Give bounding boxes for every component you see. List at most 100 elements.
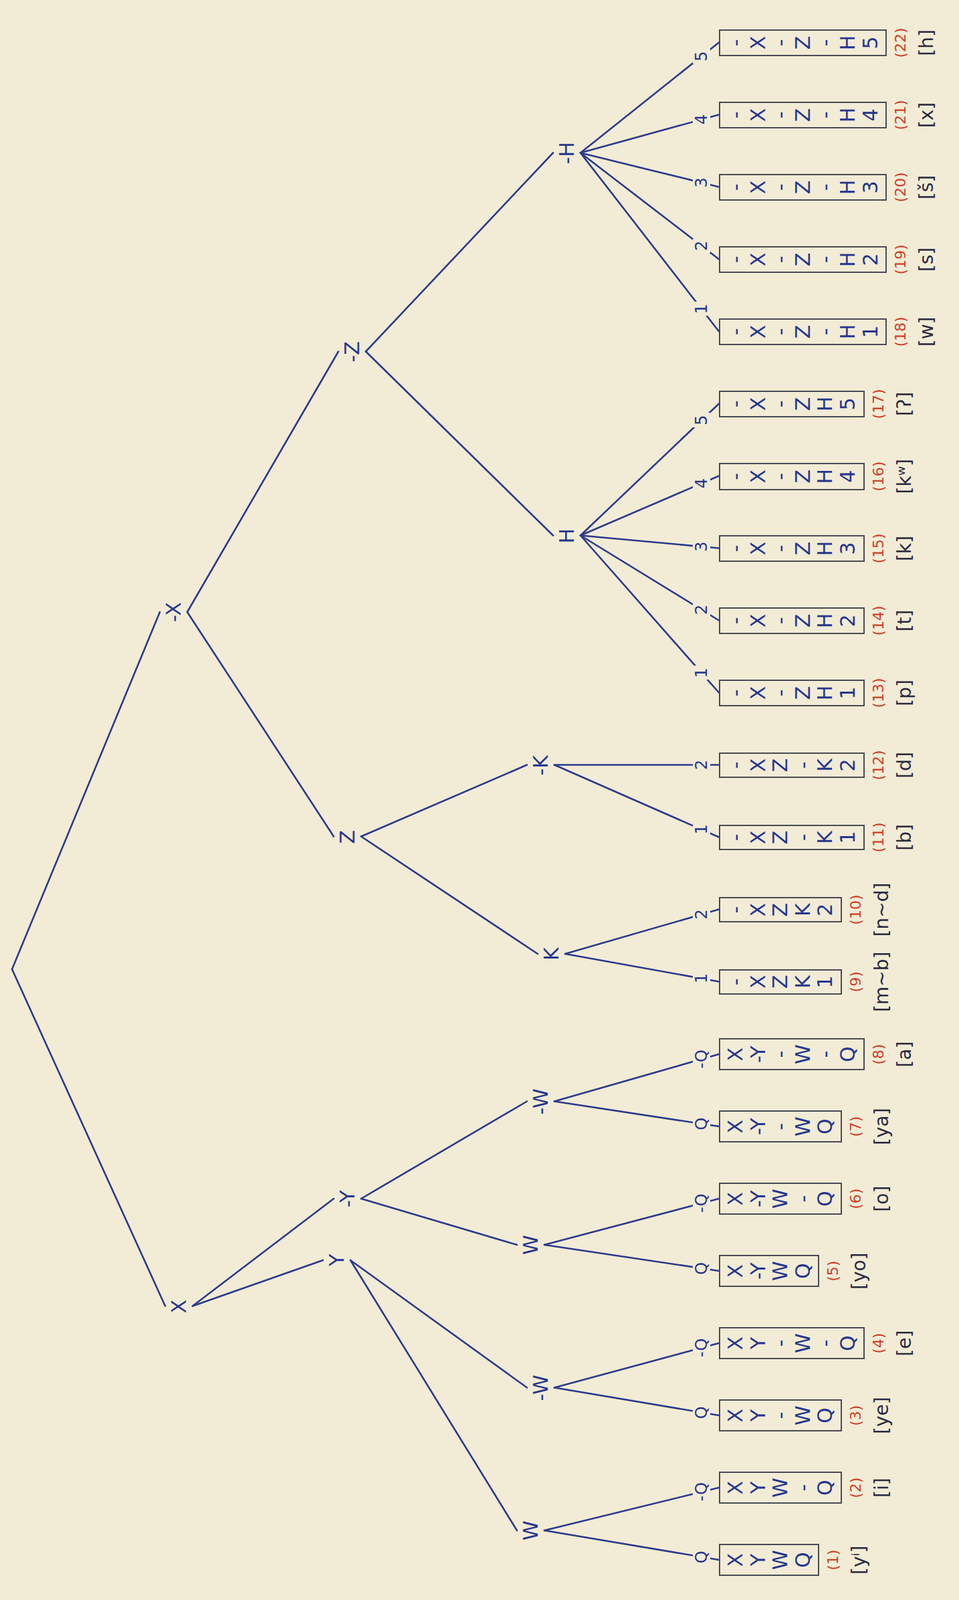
- phone-symbol: [a]: [893, 1041, 916, 1068]
- phone-symbol: [x]: [915, 102, 938, 128]
- phone-symbol: [n~d]: [870, 882, 893, 937]
- feature-bundle: -X Z K 1: [718, 969, 842, 996]
- branch-value: -Q: [692, 1191, 711, 1214]
- feature-bundle: -X -Z H 5: [718, 390, 865, 418]
- item-number: (12): [870, 749, 887, 780]
- feature-name: -Z: [341, 341, 364, 362]
- branch-label: -K: [528, 752, 554, 779]
- phone-symbol: [ya]: [870, 1107, 893, 1145]
- branch-value: 1: [692, 821, 711, 836]
- leaf-box: X Y W -Q(2)[i]: [718, 1471, 893, 1504]
- tree-branch: [365, 351, 554, 536]
- item-number: (15): [870, 533, 887, 564]
- feature-bundle: X Y W -Q: [718, 1471, 842, 1504]
- leaf-box: X -Y -W -Q (8) [a]: [718, 1037, 916, 1071]
- leaf-box: -X -Z -H 4 (21) [x]: [718, 99, 938, 130]
- branch-label: -Z: [339, 338, 365, 365]
- feature-bundle: X Y -W -Q: [718, 1326, 865, 1359]
- leaf-box: -X -Z -H 1(18)[w]: [718, 316, 938, 347]
- branch-value: 3: [692, 175, 711, 190]
- branch-value: 2: [692, 238, 711, 253]
- item-number: (19): [892, 244, 909, 275]
- feature-name: -Y: [336, 1189, 359, 1208]
- feature-bundle: -X Z K 2: [718, 896, 842, 923]
- branch-value: Q: [692, 1115, 711, 1133]
- branch-label: W: [518, 1517, 544, 1543]
- branch-value: 4: [692, 476, 711, 491]
- item-number: (13): [870, 677, 887, 708]
- leaf-box: -X Z K 1(9)[m~b]: [718, 951, 893, 1012]
- feature-bundle: X Y W Q: [718, 1543, 820, 1576]
- phone-symbol: [t]: [893, 609, 916, 632]
- item-number: (4): [870, 1332, 887, 1354]
- item-number: (2): [847, 1477, 865, 1499]
- feature-bundle: -X Z -K 1: [718, 824, 865, 851]
- tree-branch: [580, 153, 719, 332]
- root-branch: [12, 969, 166, 1307]
- leaf-box: -X -Z H 5(17)[ʔ]: [718, 388, 916, 419]
- feature-bundle: -X -Z -H 4: [718, 101, 887, 130]
- tree-branch: [192, 1198, 334, 1307]
- branch-label: K: [539, 944, 564, 964]
- feature-bundle: -X -Z H 4: [718, 462, 865, 491]
- phone-symbol: [yⁱ]: [847, 1544, 871, 1574]
- tree-branch: [187, 611, 334, 837]
- branch-value: Q: [692, 1259, 711, 1277]
- item-number: (11): [870, 821, 887, 852]
- feature-bundle: -X -Z -H 2: [718, 246, 887, 274]
- leaf-box: -X -Z H 1(13)[p]: [718, 677, 916, 708]
- phone-symbol: [š]: [915, 175, 938, 200]
- phone-symbol: [ye]: [870, 1396, 893, 1434]
- feature-name: -H: [555, 141, 578, 164]
- feature-bundle: X -Y -W -Q: [718, 1037, 865, 1071]
- branch-value: 1: [692, 301, 711, 316]
- phone-symbol: [m~b]: [870, 951, 893, 1012]
- branch-value: -Q: [692, 1336, 711, 1359]
- branch-label: H: [554, 525, 580, 547]
- feature-name: -W: [529, 1088, 552, 1115]
- leaf-box: X -Y W -Q(6)[o]: [718, 1182, 893, 1215]
- feature-bundle: X -Y -W Q: [718, 1110, 842, 1143]
- tree-branch: [580, 535, 719, 621]
- phone-symbol: [yo]: [847, 1251, 871, 1290]
- feature-bundle: -X -Z H 3: [718, 535, 865, 563]
- feature-bundle: -X -Z -H 5: [718, 29, 887, 57]
- branch-label: Y: [324, 1251, 350, 1269]
- tree-branch: [580, 403, 719, 536]
- item-number: (8): [870, 1043, 887, 1065]
- phone-symbol: [s]: [915, 247, 938, 272]
- feature-bundle: -X -Z H 1: [718, 679, 865, 707]
- tree-branch: [187, 351, 339, 613]
- feature-name: W: [519, 1234, 542, 1255]
- feature-name: -X: [162, 601, 185, 622]
- phone-symbol: [h]: [915, 29, 938, 57]
- feature-bundle: -X -Z -H 3: [718, 173, 887, 202]
- item-number: (20): [892, 171, 909, 202]
- feature-name: -W: [529, 1374, 552, 1401]
- tree-branch: [350, 1259, 527, 1388]
- branch-value: 3: [692, 539, 711, 554]
- tree-branch: [580, 153, 719, 260]
- branch-label: W: [518, 1231, 544, 1258]
- item-number: (21): [892, 99, 909, 130]
- feature-name: X: [167, 1299, 190, 1314]
- phone-symbol: [k]: [893, 535, 916, 562]
- tree-branch: [361, 1101, 527, 1200]
- item-number: (5): [824, 1260, 842, 1282]
- tree-branch: [192, 1259, 324, 1307]
- leaf-box: -X -Z -H 3 (20) [š]: [718, 171, 938, 202]
- tree-branch: [350, 1259, 517, 1531]
- tree-branch: [580, 476, 719, 536]
- item-number: (3): [847, 1405, 865, 1426]
- leaf-box: X Y -W Q(3)[ye]: [718, 1396, 893, 1434]
- branch-label: Z: [335, 827, 360, 847]
- phone-symbol: [o]: [870, 1185, 893, 1212]
- item-number: (17): [870, 388, 887, 419]
- feature-name: K: [540, 946, 563, 961]
- phone-symbol: [d]: [893, 751, 916, 779]
- branch-value: Q: [692, 1548, 711, 1565]
- feature-name: W: [519, 1520, 542, 1541]
- phone-symbol: [w]: [915, 316, 938, 348]
- item-number: (10): [847, 894, 865, 925]
- root-branch: [12, 611, 160, 970]
